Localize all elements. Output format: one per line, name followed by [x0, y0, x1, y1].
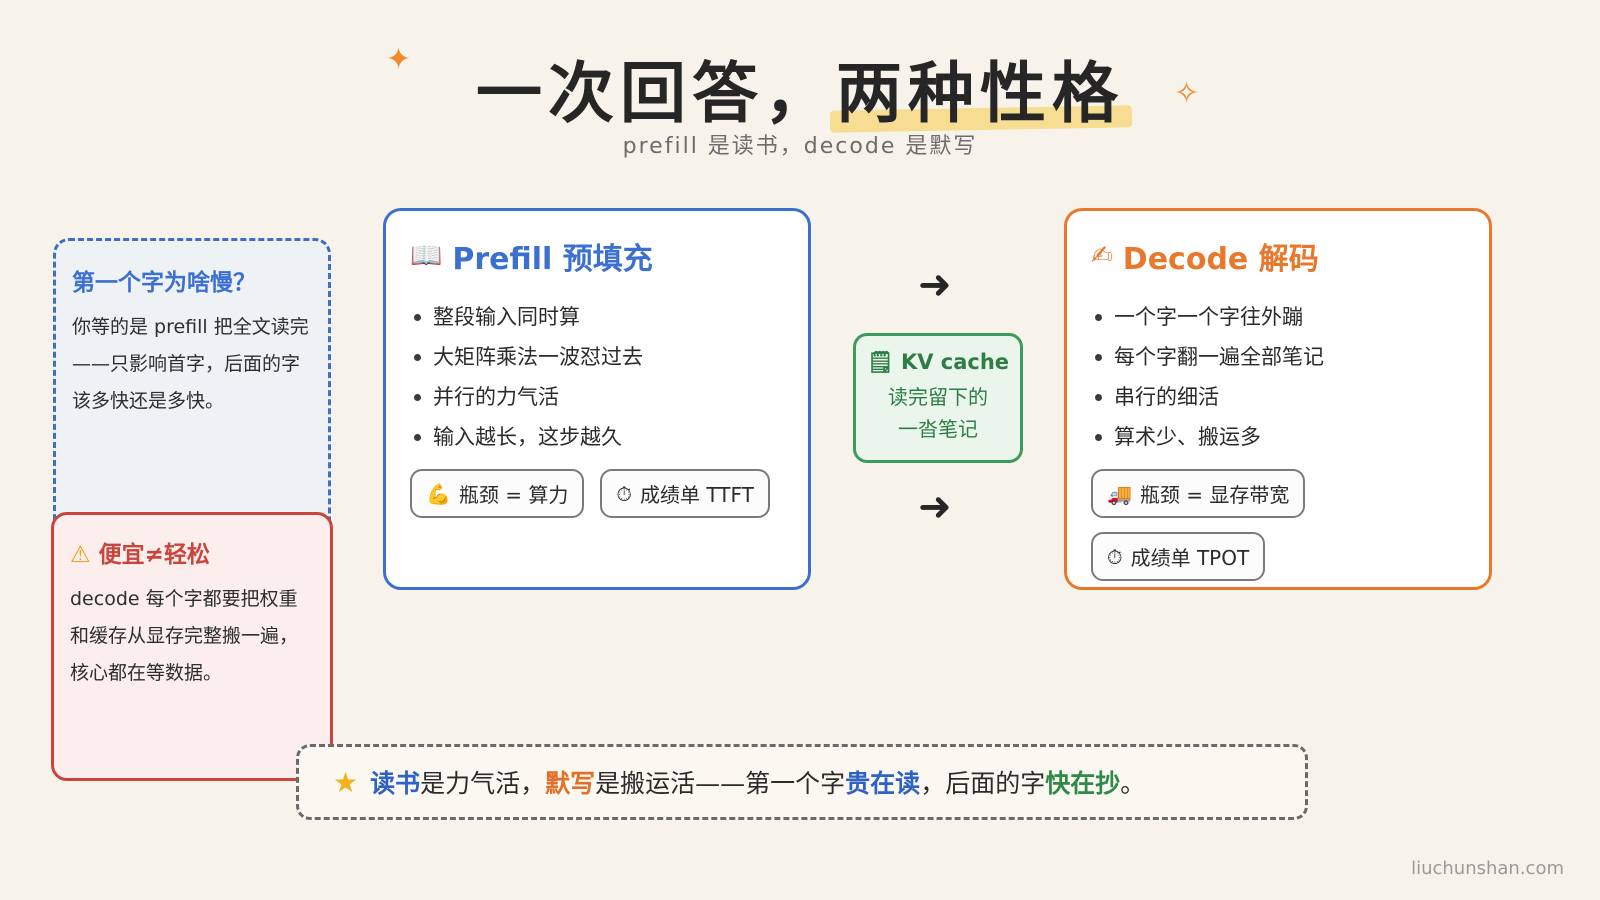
title-part-2-highlighted: 两种性格 [836, 40, 1124, 136]
chip-label: 成绩单 TPOT [1130, 546, 1250, 570]
star-icon: ★ [333, 765, 359, 799]
bullet-text: 大矩阵乘法一波怼过去 [433, 345, 643, 369]
decode-title: Decode 解码 [1122, 242, 1319, 277]
truck-icon: 🚚 [1107, 481, 1132, 506]
note-why-title: 第一个字为啥慢？ [72, 270, 256, 296]
note-cheap-body: decode 每个字都要把权重和缓存从显存完整搬一遍，核心都在等数据。 [70, 588, 299, 684]
chip-label: 瓶颈 = 算力 [458, 483, 569, 507]
list-item: 整段输入同时算 [410, 297, 784, 337]
bullet-dot [1095, 393, 1102, 401]
note-cheap-title: 便宜≠轻松 [98, 542, 210, 568]
note-cheap-title-row: ⚠ 便宜≠轻松 [70, 533, 314, 577]
list-item: 串行的细活 [1091, 377, 1465, 417]
bullet-text: 一个字一个字往外蹦 [1114, 305, 1303, 329]
decode-title-row: ✍ Decode 解码 [1091, 233, 1465, 279]
summary-fast-copy: 快在抄 [1045, 769, 1121, 798]
list-item: 输入越长，这步越久 [410, 417, 784, 457]
book-icon: 📖 [410, 241, 443, 271]
note-cheap-not-easy: ⚠ 便宜≠轻松 decode 每个字都要把权重和缓存从显存完整搬一遍，核心都在等… [51, 512, 333, 781]
bullet-text: 整段输入同时算 [433, 305, 580, 329]
bullet-text: 输入越长，这步越久 [433, 425, 622, 449]
kv-cache-desc-line-2: 一沓笔记 [898, 417, 978, 441]
prefill-chips: 💪 瓶颈 = 算力 ⏱ 成绩单 TTFT [410, 469, 784, 518]
bullet-text: 算术少、搬运多 [1114, 425, 1261, 449]
chip-label: 成绩单 TTFT [640, 483, 754, 507]
stopwatch-icon: ⏱ [616, 481, 632, 506]
title-part-1: 一次回答， [476, 55, 836, 132]
summary-expensive-read: 贵在读 [845, 769, 921, 798]
list-item: 大矩阵乘法一波怼过去 [410, 337, 784, 377]
note-why-body: 你等的是 prefill 把全文读完——只影响首字，后面的字该多快还是多快。 [72, 316, 309, 412]
bullet-dot [414, 353, 421, 361]
decode-chips: 🚚 瓶颈 = 显存带宽 ⏱ 成绩单 TPOT [1091, 469, 1465, 581]
site-credit: liuchunshan.com [1411, 858, 1564, 879]
summary-box: ★ 读书 是力气活， 默写 是搬运活——第一个字 贵在读 ，后面的字 快在抄 。 [296, 744, 1308, 820]
bullet-dot [414, 433, 421, 441]
bullet-text: 串行的细活 [1114, 385, 1219, 409]
title-container: 一次回答，两种性格 [0, 40, 1600, 136]
kv-cache-desc-line-1: 读完留下的 [888, 385, 988, 409]
bullet-text: 每个字翻一遍全部笔记 [1114, 345, 1324, 369]
notepad-icon: 🗒 [866, 350, 894, 374]
summary-write: 默写 [545, 769, 596, 798]
list-item: 每个字翻一遍全部笔记 [1091, 337, 1465, 377]
summary-text-1: 是力气活， [420, 769, 546, 798]
summary-text-2: 是搬运活——第一个字 [595, 769, 846, 798]
summary-text-3: ，后面的字 [920, 769, 1046, 798]
bullet-dot [414, 313, 421, 321]
sparkle-icon-right: ✧ [1174, 76, 1200, 111]
decode-bullets: 一个字一个字往外蹦 每个字翻一遍全部笔记 串行的细活 算术少、搬运多 [1091, 297, 1465, 457]
kv-cache-title-row: 🗒 KV cache [856, 350, 1020, 375]
stopwatch-icon: ⏱ [1107, 544, 1123, 569]
bullet-text: 并行的力气活 [433, 385, 559, 409]
prefill-bottleneck-chip: 💪 瓶颈 = 算力 [410, 469, 585, 518]
list-item: 算术少、搬运多 [1091, 417, 1465, 457]
summary-text-4: 。 [1120, 769, 1146, 798]
summary-read: 读书 [370, 769, 421, 798]
kv-cache-desc: 读完留下的 一沓笔记 [856, 381, 1020, 445]
page-subtitle: prefill 是读书，decode 是默写 [622, 134, 978, 159]
writing-hand-icon: ✍ [1091, 241, 1113, 271]
list-item: 并行的力气活 [410, 377, 784, 417]
note-why-first-slow: 第一个字为啥慢？ 你等的是 prefill 把全文读完——只影响首字，后面的字该… [53, 238, 331, 559]
arrow-right-icon-top: ➜ [918, 262, 952, 308]
page-title: 一次回答，两种性格 [476, 40, 1124, 136]
decode-bottleneck-chip: 🚚 瓶颈 = 显存带宽 [1091, 469, 1306, 518]
sparkle-icon-left: ✦ [386, 42, 412, 77]
prefill-title-row: 📖 Prefill 预填充 [410, 233, 784, 279]
kv-cache-box: 🗒 KV cache 读完留下的 一沓笔记 [853, 333, 1023, 463]
prefill-title: Prefill 预填充 [452, 242, 653, 277]
bullet-dot [414, 393, 421, 401]
decode-card: ✍ Decode 解码 一个字一个字往外蹦 每个字翻一遍全部笔记 串行的细活 算… [1064, 208, 1492, 590]
prefill-bullets: 整段输入同时算 大矩阵乘法一波怼过去 并行的力气活 输入越长，这步越久 [410, 297, 784, 457]
decode-metric-chip: ⏱ 成绩单 TPOT [1091, 532, 1266, 581]
warning-icon: ⚠ [70, 542, 91, 568]
list-item: 一个字一个字往外蹦 [1091, 297, 1465, 337]
bullet-dot [1095, 433, 1102, 441]
muscle-icon: 💪 [426, 481, 451, 506]
bullet-dot [1095, 353, 1102, 361]
kv-cache-title: KV cache [900, 350, 1010, 374]
chip-label: 瓶颈 = 显存带宽 [1139, 483, 1290, 507]
bullet-dot [1095, 313, 1102, 321]
arrow-right-icon-bottom: ➜ [918, 484, 952, 530]
prefill-metric-chip: ⏱ 成绩单 TTFT [600, 469, 770, 518]
prefill-card: 📖 Prefill 预填充 整段输入同时算 大矩阵乘法一波怼过去 并行的力气活 … [383, 208, 811, 590]
